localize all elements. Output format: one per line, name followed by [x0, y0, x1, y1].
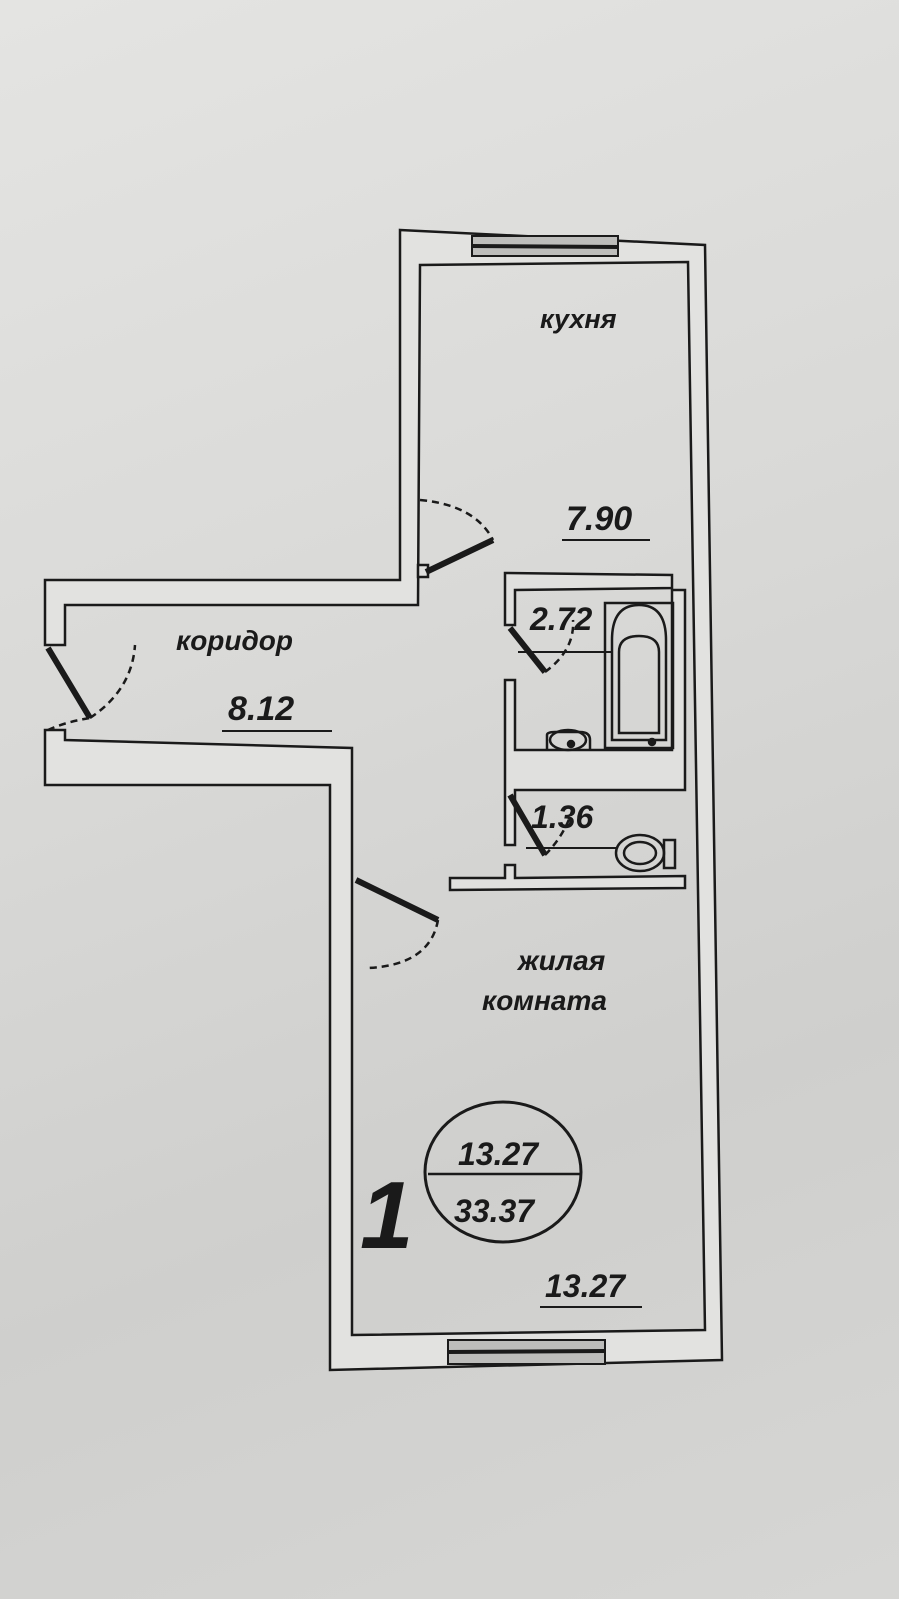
drain-icon [647, 737, 657, 747]
rooms-count: 1 [360, 1162, 413, 1269]
bathroom-wall [503, 588, 687, 847]
living-room-label-line2: комната [482, 985, 607, 1016]
toilet [614, 833, 677, 873]
corridor-label: коридор [176, 625, 293, 656]
bathroom-area: 2.72 [529, 601, 592, 637]
living-room-area: 13.27 [545, 1268, 627, 1304]
bathtub [603, 601, 675, 750]
toilet-area: 1.36 [531, 799, 593, 835]
area-summary-circle [423, 1100, 583, 1244]
kitchen-label: кухня [540, 304, 617, 334]
entrance-door [45, 646, 93, 720]
kitchen-window [471, 235, 619, 257]
outer-wall [43, 228, 724, 1372]
living-room-label-line1: жилая [516, 945, 605, 976]
bathroom-door [507, 626, 548, 674]
kitchen-area: 7.90 [566, 500, 632, 538]
kitchen-door [424, 537, 495, 575]
living-area-total: 13.27 [458, 1136, 540, 1172]
living-room-window [447, 1339, 606, 1365]
toilet-door [507, 793, 548, 857]
living-room-door [354, 877, 440, 923]
sink [545, 728, 592, 752]
total-area: 33.37 [454, 1193, 536, 1229]
kitchen-bathroom-wall [503, 571, 674, 627]
toilet-wall [448, 863, 687, 892]
corridor-area: 8.12 [228, 690, 294, 728]
